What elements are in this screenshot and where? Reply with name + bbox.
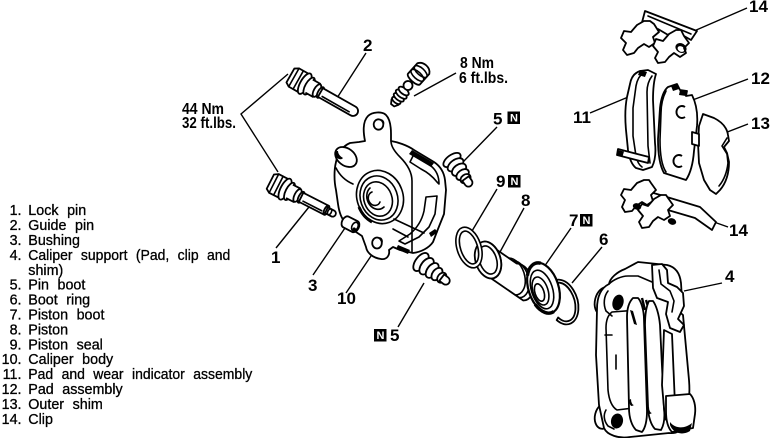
svg-text:14: 14 <box>729 221 748 240</box>
svg-text:3.: 3. <box>10 233 22 249</box>
svg-text:8.: 8. <box>10 322 22 338</box>
svg-text:Caliper body: Caliper body <box>28 352 114 368</box>
svg-text:4: 4 <box>725 267 735 286</box>
svg-text:32 ft.lbs.: 32 ft.lbs. <box>182 115 236 132</box>
svg-text:N: N <box>510 113 518 125</box>
svg-text:Outer shim: Outer shim <box>28 397 103 413</box>
svg-text:9: 9 <box>496 172 505 191</box>
svg-text:10.: 10. <box>2 352 22 368</box>
svg-text:13.: 13. <box>2 397 22 413</box>
svg-text:11.: 11. <box>3 367 22 383</box>
svg-text:6.: 6. <box>10 293 22 309</box>
svg-text:Pad and wear indicator assembl: Pad and wear indicator assembly <box>28 367 253 383</box>
svg-text:9.: 9. <box>10 337 22 353</box>
svg-text:6 ft.lbs.: 6 ft.lbs. <box>459 70 508 87</box>
svg-text:shim): shim) <box>28 263 63 279</box>
svg-text:6: 6 <box>599 230 608 249</box>
svg-text:Piston boot: Piston boot <box>28 308 104 324</box>
svg-text:1.: 1. <box>10 203 22 219</box>
svg-text:44 Nm: 44 Nm <box>182 101 224 118</box>
svg-text:Piston seal: Piston seal <box>28 337 103 353</box>
svg-text:13: 13 <box>751 114 770 133</box>
svg-text:2: 2 <box>363 36 372 55</box>
svg-text:7.: 7. <box>10 308 22 324</box>
svg-text:Clip: Clip <box>28 412 53 428</box>
svg-text:5: 5 <box>390 326 399 345</box>
svg-text:N: N <box>511 176 519 188</box>
svg-text:7: 7 <box>569 211 578 230</box>
svg-text:4.: 4. <box>10 248 22 264</box>
svg-text:Bushing: Bushing <box>28 233 80 249</box>
svg-text:14.: 14. <box>2 412 22 428</box>
svg-text:Pad assembly: Pad assembly <box>28 382 123 398</box>
svg-text:N: N <box>377 330 385 342</box>
svg-text:10: 10 <box>337 289 356 308</box>
svg-text:12.: 12. <box>2 382 22 398</box>
svg-text:Boot ring: Boot ring <box>28 293 90 309</box>
svg-text:2.: 2. <box>10 218 22 234</box>
svg-text:8 Nm: 8 Nm <box>460 55 494 72</box>
svg-text:Caliper support (Pad, clip and: Caliper support (Pad, clip and <box>28 248 230 264</box>
svg-text:Lock pin: Lock pin <box>28 203 86 219</box>
svg-text:11: 11 <box>573 108 591 127</box>
svg-text:Guide pin: Guide pin <box>28 218 94 234</box>
svg-text:N: N <box>583 215 591 227</box>
svg-text:Piston: Piston <box>28 322 68 338</box>
svg-text:8: 8 <box>521 191 530 210</box>
svg-text:12: 12 <box>751 69 770 88</box>
svg-text:14: 14 <box>749 0 768 16</box>
svg-text:1: 1 <box>271 248 280 267</box>
svg-text:5: 5 <box>493 110 502 129</box>
svg-text:Pin boot: Pin boot <box>28 278 85 294</box>
svg-text:3: 3 <box>308 276 317 295</box>
svg-text:5.: 5. <box>10 278 22 294</box>
